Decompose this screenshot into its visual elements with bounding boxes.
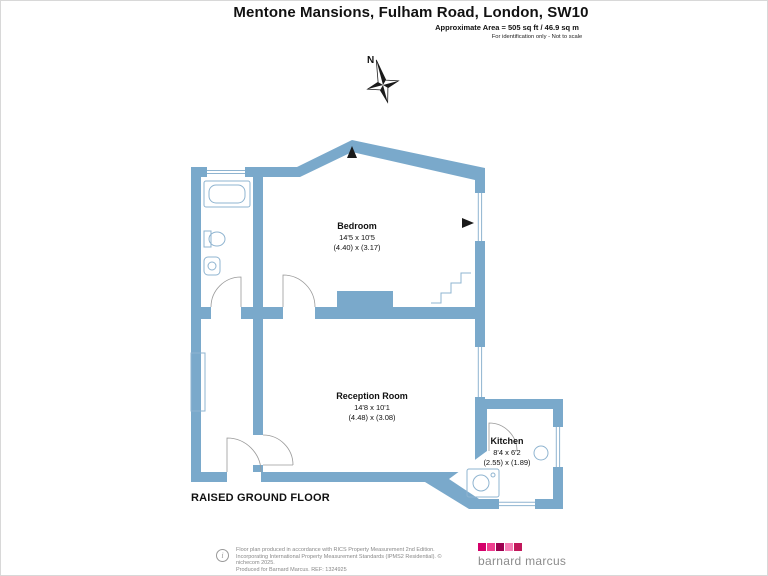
scale-note-text: For identification only - Not to scale: [491, 34, 583, 40]
reception-dims-metric: (4.48) x (3.08): [348, 412, 396, 422]
bedroom-window: [475, 193, 485, 241]
logo-squares-icon: [478, 543, 566, 551]
cooker-icon: [533, 445, 549, 461]
page-title: Mentone Mansions, Fulham Road, London, S…: [233, 4, 589, 21]
left-wall-recess: [190, 352, 206, 412]
logo-text: barnard marcus: [478, 554, 567, 568]
north-arrow-icon: [366, 59, 400, 104]
compass-rose: N: [366, 55, 400, 104]
kitchen-bottom-window: [499, 499, 535, 509]
logo-square: [496, 543, 504, 551]
entrance-door-arc: [226, 437, 262, 473]
kitchen-side-window: [553, 427, 563, 467]
room-label-reception: Reception Room 14'8 x 10'1 (4.48) x (3.0…: [312, 391, 432, 422]
room-label-kitchen: Kitchen 8'4 x 6'2 (2.55) x (1.89): [457, 436, 557, 467]
basin-bowl-icon: [207, 261, 217, 271]
hall-reception-door-arc: [262, 434, 294, 466]
bedroom-dims-metric: (4.40) x (3.17): [333, 242, 381, 252]
bathroom-window-lines: [207, 170, 245, 174]
kitchen-bottom-window-lines: [499, 501, 535, 507]
reception-floor: [263, 319, 475, 472]
reception-window-lines: [477, 347, 483, 397]
kitchen-tap-icon: [490, 472, 496, 478]
bathroom-window: [207, 167, 245, 177]
kitchen-name: Kitchen: [490, 436, 524, 446]
approximate-area-text: Approximate Area = 505 sq ft / 46.9 sq m: [435, 23, 579, 32]
reception-name: Reception Room: [336, 391, 408, 401]
bathroom-door-arc: [210, 276, 242, 308]
toilet-cistern-icon: [203, 230, 212, 248]
kitchen-dims-imperial: 8'4 x 6'2: [493, 448, 521, 457]
kitchen-side-window-lines: [555, 427, 561, 467]
room-label-bedroom: Bedroom 14'5 x 10'5 (4.40) x (3.17): [297, 221, 417, 252]
bathtub-inner-icon: [208, 184, 246, 204]
kitchen-sink-icon: [466, 468, 500, 498]
north-label: N: [367, 55, 374, 66]
entrance-door-gap: [227, 472, 261, 482]
kitchen-dims-metric: (2.55) x (1.89): [483, 457, 531, 467]
barnard-marcus-logo: barnard marcus: [478, 543, 566, 568]
door-swings: [210, 274, 518, 473]
bedroom-window-lines: [477, 193, 483, 241]
bedroom-door-gap: [283, 307, 315, 319]
bedroom-dims-imperial: 14'5 x 10'5: [339, 233, 375, 242]
measurement-arrows: [347, 146, 474, 228]
disclaimer-line-1: Floor plan produced in accordance with R…: [236, 547, 435, 553]
disclaimer-line-2: Incorporating International Property Mea…: [236, 553, 442, 567]
logo-square: [505, 543, 513, 551]
kitchen-sink-bowl-icon: [472, 474, 490, 492]
right-measure-arrow-icon: [462, 218, 474, 228]
top-measure-arrow-icon: [347, 146, 357, 158]
fixtures: [203, 180, 549, 498]
logo-square: [487, 543, 495, 551]
chimney-breast: [337, 291, 393, 319]
bedroom-door-arc: [282, 274, 316, 308]
disclaimer-block: Floor plan produced in accordance with R…: [236, 547, 451, 573]
bathroom-door-gap: [211, 307, 241, 319]
toilet-bowl-icon: [208, 231, 226, 247]
kitchen-floor: [449, 409, 553, 499]
bedroom-floor: [263, 152, 475, 307]
door-openings: [211, 307, 315, 482]
hall-reception-door-gap: [253, 435, 263, 465]
info-icon: i: [216, 549, 229, 562]
reception-dims-imperial: 14'8 x 10'1: [354, 403, 390, 412]
logo-square: [514, 543, 522, 551]
bedroom-name: Bedroom: [337, 221, 377, 231]
windows: [190, 167, 563, 509]
info-glyph: i: [221, 551, 224, 560]
disclaimer-line-3: Produced for Barnard Marcus. REF: 132492…: [236, 566, 347, 573]
bathtub-icon: [203, 180, 251, 208]
basin-icon: [203, 256, 221, 276]
kitchen-door-arc: [488, 422, 518, 452]
logo-square: [478, 543, 486, 551]
reception-window: [475, 347, 485, 397]
steps-icon: [431, 272, 471, 304]
floor-label: RAISED GROUND FLOOR: [191, 492, 330, 504]
